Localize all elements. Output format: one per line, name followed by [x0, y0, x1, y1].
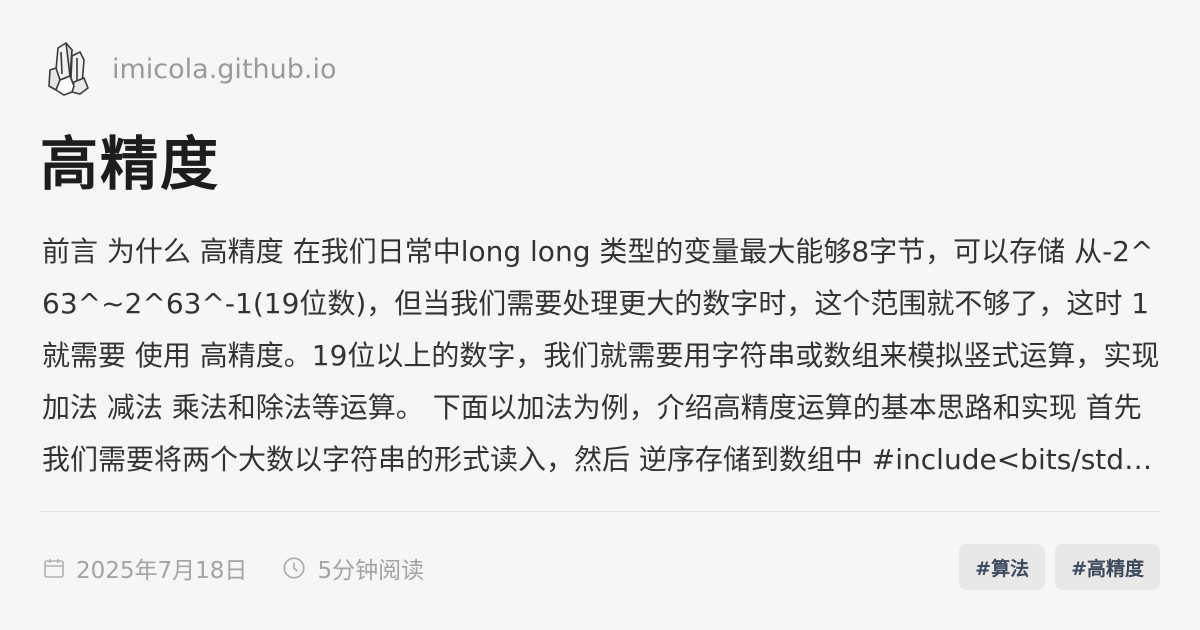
tag[interactable]: #算法 — [959, 544, 1046, 590]
post-date: 2025年7月18日 — [42, 551, 247, 585]
post-read-time-text: 5分钟阅读 — [317, 558, 425, 584]
calendar-icon — [44, 559, 64, 578]
post-read-time: 5分钟阅读 — [281, 551, 424, 585]
site-header[interactable]: imicola.github.io — [44, 40, 337, 98]
crystal-icon — [48, 42, 89, 96]
post-title[interactable]: 高精度 — [40, 130, 221, 198]
site-url[interactable]: imicola.github.io — [112, 53, 337, 85]
clock-icon — [283, 557, 306, 579]
divider — [40, 511, 1160, 512]
tag-list: #算法 #高精度 — [949, 544, 1160, 590]
post-date-text: 2025年7月18日 — [76, 558, 248, 584]
post-meta: 2025年7月18日 5分钟阅读 — [42, 548, 458, 588]
tag[interactable]: #高精度 — [1055, 544, 1160, 590]
post-excerpt: 前言 为什么 高精度 在我们日常中long long 类型的变量最大能够8字节，… — [42, 235, 1160, 476]
